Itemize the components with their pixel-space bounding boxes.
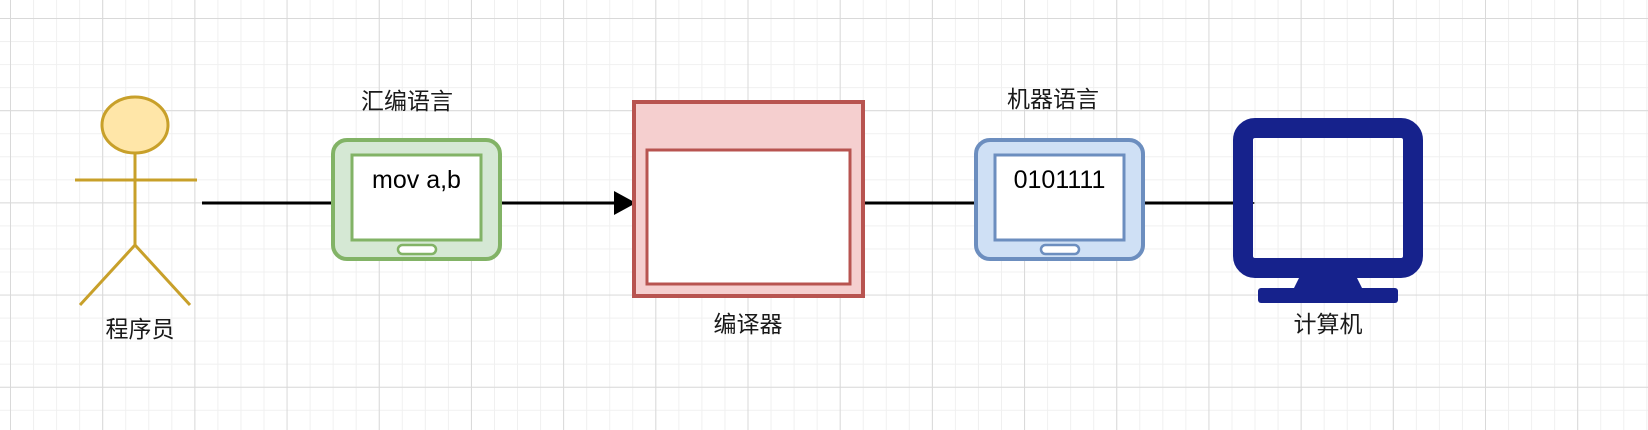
node-programmer[interactable] bbox=[70, 90, 210, 315]
node-label-computer: 计算机 bbox=[1293, 311, 1363, 337]
node-label-machine-language: 机器语言 bbox=[1007, 86, 1099, 112]
node-assembly-tablet[interactable] bbox=[331, 138, 502, 261]
machine-tablet-screen-text: 0101111 bbox=[1013, 166, 1106, 194]
assembly-tablet-screen-text: mov a,b bbox=[372, 166, 461, 194]
monitor-icon bbox=[1233, 118, 1423, 303]
arrowhead-icon bbox=[614, 191, 636, 215]
node-label-compiler: 编译器 bbox=[713, 311, 783, 337]
node-compiler[interactable] bbox=[632, 100, 865, 298]
compiler-box-icon bbox=[632, 100, 865, 298]
node-label-programmer: 程序员 bbox=[105, 316, 175, 342]
tablet-icon bbox=[974, 138, 1145, 261]
node-machine-tablet[interactable] bbox=[974, 138, 1145, 261]
node-computer[interactable] bbox=[1233, 118, 1423, 305]
stick-figure-icon bbox=[75, 95, 197, 307]
node-label-assembly-language: 汇编语言 bbox=[361, 88, 453, 114]
tablet-icon bbox=[331, 138, 502, 261]
